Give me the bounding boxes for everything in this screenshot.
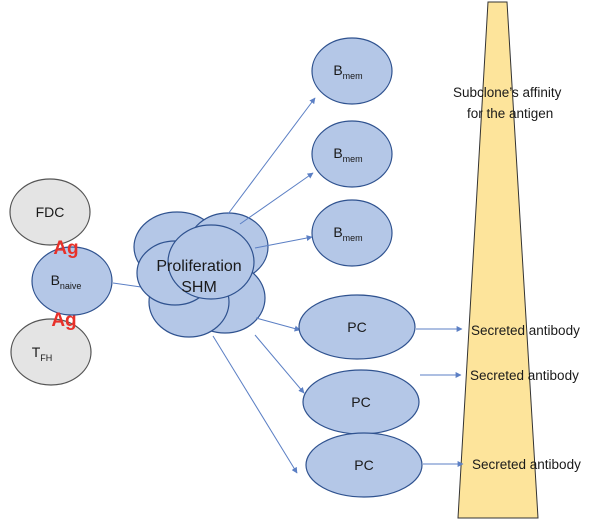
secreted-antibody-label-3: Secreted antibody: [472, 457, 581, 472]
bmem-cell-3: [311, 199, 393, 267]
pc-label-1: PC: [347, 319, 366, 335]
fdc-cell: [9, 178, 91, 246]
fdc-label: FDC: [36, 204, 65, 220]
b-naive-label-sub: naive: [60, 281, 82, 291]
bmem-label-2-main: B: [333, 145, 342, 161]
secreted-antibody-label-1: Secreted antibody: [471, 323, 580, 338]
secreted-antibody-label-2: Secreted antibody: [470, 368, 579, 383]
bmem-label-3: Bmem: [333, 224, 362, 243]
pc-cell-3: [305, 432, 423, 498]
bmem-label-1-main: B: [333, 62, 342, 78]
arrow-to-bmem-3: [254, 235, 313, 249]
bmem-cell-2: [311, 120, 393, 188]
bmem-cell-1: [311, 37, 393, 105]
arrow-to-pc-1: [255, 317, 301, 332]
b-naive-cell: [31, 246, 113, 316]
b-naive-label-main: B: [51, 272, 60, 288]
bmem-label-3-main: B: [333, 224, 342, 240]
cluster-center-cell: [167, 224, 255, 300]
tfh-label-sub: FH: [40, 353, 52, 363]
tfh-label-main: T: [32, 344, 41, 360]
cluster-label-line1: Proliferation: [156, 258, 241, 275]
affinity-label-line1: Subclone’s affinity: [453, 85, 562, 100]
cluster-label-line2: SHM: [181, 279, 217, 296]
antigen-bottom-label: Ag: [51, 310, 76, 331]
pc-label-3: PC: [354, 457, 373, 473]
tfh-label: TFH: [32, 344, 53, 363]
arrow-to-pc-3: [212, 335, 298, 474]
bmem-label-2-sub: mem: [343, 154, 363, 164]
bmem-label-3-sub: mem: [343, 233, 363, 243]
tfh-cell: [10, 318, 92, 386]
pc-label-2: PC: [351, 394, 370, 410]
antigen-top-label: Ag: [53, 238, 78, 259]
b-naive-label: Bnaive: [51, 272, 82, 291]
bmem-label-1-sub: mem: [343, 71, 363, 81]
bmem-label-1: Bmem: [333, 62, 362, 81]
pc-cell-1: [298, 294, 416, 360]
affinity-label-line2: for the antigen: [467, 106, 553, 121]
proliferation-cluster: [133, 211, 269, 338]
bmem-label-2: Bmem: [333, 145, 362, 164]
arrow-to-bmem-2: [239, 172, 314, 225]
arrow-to-bmem-1: [227, 97, 316, 215]
arrow-to-pc-2: [254, 334, 305, 394]
affinity-gradient-bar: [457, 1, 539, 519]
